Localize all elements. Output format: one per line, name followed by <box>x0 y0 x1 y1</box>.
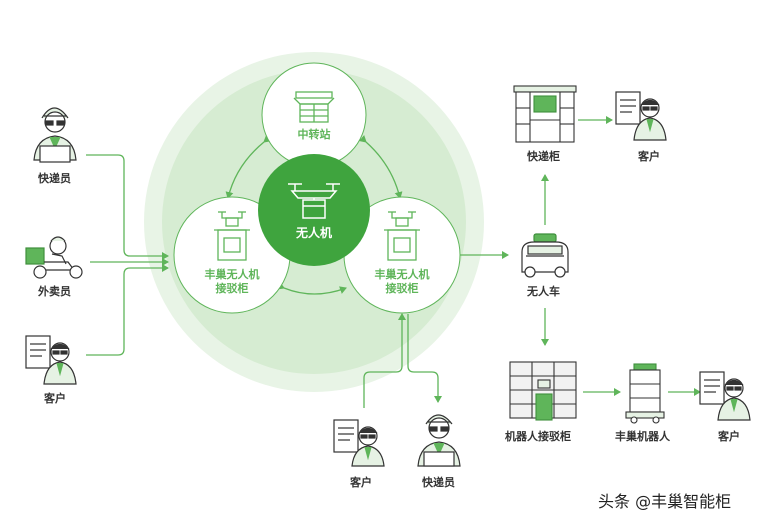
courier-label: 快递员 <box>38 172 71 185</box>
express-locker-label: 快递柜 <box>527 150 560 163</box>
customer-icon-bottom-right <box>699 371 751 421</box>
takeaway-label: 外卖员 <box>38 285 71 298</box>
robot-locker-label: 机器人接驳柜 <box>505 430 571 443</box>
center-drone-node <box>258 154 370 266</box>
express-locker-icon <box>513 85 577 143</box>
customer-icon-top-right <box>615 91 667 141</box>
robot-label: 丰巢机器人 <box>615 430 670 443</box>
station-icon <box>293 91 335 123</box>
car-label: 无人车 <box>527 285 560 298</box>
right-locker-label: 丰巢无人机 接驳柜 <box>374 268 430 295</box>
left-locker-label: 丰巢无人机 接驳柜 <box>204 268 260 295</box>
hub-label: 中转站 <box>297 128 331 141</box>
customer-icon-bottom <box>333 419 385 467</box>
customer-top-label: 客户 <box>638 150 660 163</box>
watermark: 头条 @丰巢智能柜 <box>598 492 732 511</box>
arrow-hub-left <box>225 135 272 199</box>
courier-bottom-label: 快递员 <box>422 476 455 489</box>
customer-bottom-right-label: 客户 <box>718 430 740 443</box>
customer-bottom-label: 客户 <box>350 476 372 489</box>
arrow-courier-in <box>86 154 169 260</box>
courier-icon-bottom <box>417 414 461 467</box>
courier-icon <box>33 107 77 163</box>
delivery-rider-icon <box>25 236 83 279</box>
center-label: 无人机 <box>295 226 332 240</box>
customer-icon-left <box>25 335 77 385</box>
customer-left-label: 客户 <box>44 392 66 405</box>
robot-icon <box>625 363 665 424</box>
drone-icon <box>288 183 340 219</box>
arrow-bottom-customer-up <box>363 313 406 408</box>
arrow-customer-in <box>86 264 169 356</box>
robot-locker-icon <box>509 361 577 421</box>
unmanned-car-icon <box>521 233 569 278</box>
left-drone-locker-icon <box>214 211 250 261</box>
arrow-left-right <box>276 282 347 295</box>
arrow-bottom-courier-down <box>407 314 442 403</box>
right-drone-locker-icon <box>384 211 420 261</box>
arrow-hub-right <box>358 135 403 199</box>
